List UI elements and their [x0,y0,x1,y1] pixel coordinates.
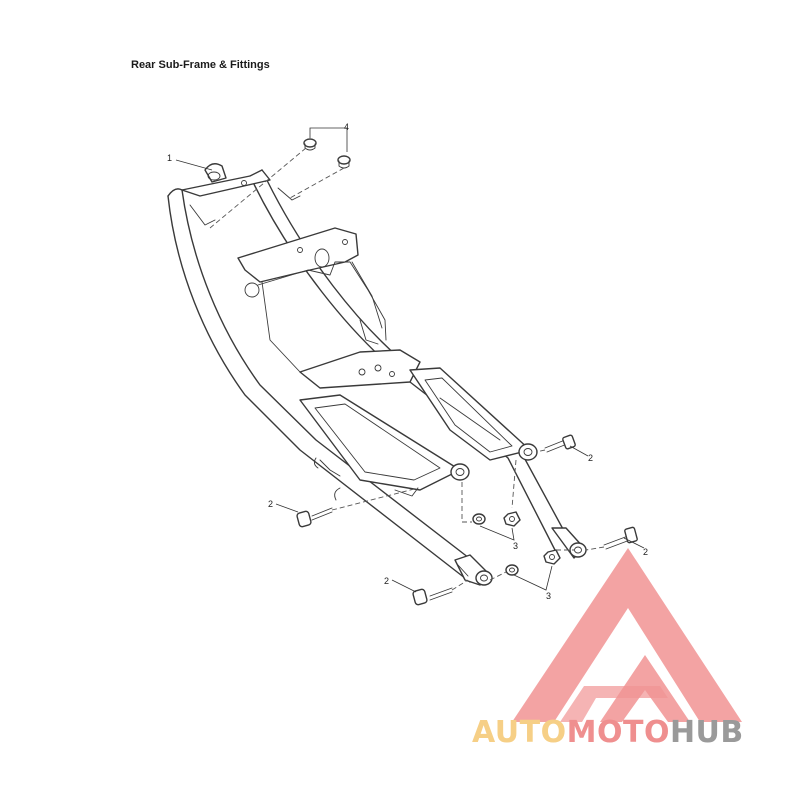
callout-1: 1 [167,153,172,163]
bolt-left-mid-icon [296,507,333,528]
subframe-drawing [167,138,638,606]
callout-2-left-lower: 2 [384,576,389,586]
bolt-right-upper-icon [544,434,576,453]
plug-upper-icon [303,138,317,151]
watermark-hub: HUB [669,715,744,750]
diagram-title: Rear Sub-Frame & Fittings [131,59,270,71]
washer-lower-icon [505,564,519,576]
watermark-wordmark: AUTOMOTOHUB [472,718,744,748]
callout-3-mid: 3 [513,541,518,551]
watermark-moto: MOTO [566,715,670,750]
callout-2-left-mid: 2 [268,499,273,509]
plug-lower-icon [337,155,351,169]
bolt-left-lower-icon [412,587,453,606]
bolt-right-lower-icon [603,526,638,550]
nut-lower-icon [543,549,561,565]
callout-2-right-lower: 2 [643,547,648,557]
callout-3-lower: 3 [546,591,551,601]
watermark-logo-icon [512,548,742,722]
leader-lines [175,127,645,593]
watermark-auto: AUTO [472,715,567,750]
callout-4: 4 [344,122,349,132]
callout-2-right-upper: 2 [588,453,593,463]
assembly-lines [209,147,605,591]
nut-mid-icon [503,511,521,527]
washer-mid-icon [472,513,486,525]
